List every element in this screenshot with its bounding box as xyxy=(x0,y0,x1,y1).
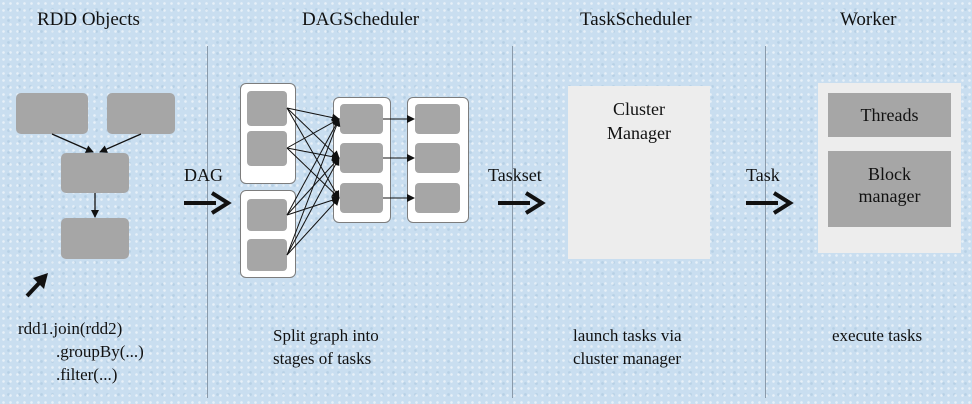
column-title-taskscheduler: TaskScheduler xyxy=(580,9,692,30)
diagonal-arrow xyxy=(25,273,48,298)
big-arrow-taskset xyxy=(498,191,546,215)
code-line: rdd1.join(rdd2) xyxy=(18,319,123,338)
cluster-manager-panel xyxy=(568,86,710,259)
threads-box: Threads xyxy=(828,93,951,137)
caption-line: Split graph into xyxy=(273,326,379,345)
big-arrow-dag xyxy=(184,191,232,215)
caption-line: execute tasks xyxy=(832,326,923,345)
big-arrow-task xyxy=(746,191,794,215)
dag-edges xyxy=(286,107,415,256)
caption-line: cluster manager xyxy=(573,349,682,368)
block-manager-label: Block xyxy=(868,164,911,184)
column-divider xyxy=(512,46,513,398)
code-line: .filter(...) xyxy=(56,365,118,384)
task-box xyxy=(415,104,460,134)
task-box xyxy=(340,104,383,134)
task-box xyxy=(340,143,383,173)
column-divider xyxy=(765,46,766,398)
code-line: .groupBy(...) xyxy=(56,342,144,361)
block-manager-label: manager xyxy=(858,186,921,206)
rdd-node xyxy=(107,93,175,134)
caption-line: launch tasks via xyxy=(573,326,682,345)
arrow-label-task: Task xyxy=(746,165,780,185)
rdd-node xyxy=(16,93,88,134)
column-title-dagscheduler: DAGScheduler xyxy=(302,9,420,30)
task-box xyxy=(247,91,287,126)
task-box xyxy=(415,183,460,213)
cluster-manager-label: Cluster xyxy=(613,99,665,119)
rdd-edge xyxy=(99,133,142,153)
column-title-worker: Worker xyxy=(840,9,897,30)
rdd-edge xyxy=(51,133,94,153)
caption-line: stages of tasks xyxy=(273,349,372,368)
arrow-label-taskset: Taskset xyxy=(488,165,542,185)
arrow-label-dag: DAG xyxy=(184,165,223,185)
task-box xyxy=(415,143,460,173)
task-box xyxy=(247,239,287,271)
block-manager-box: Block manager xyxy=(828,151,951,227)
rdd-node xyxy=(61,218,129,259)
column-divider xyxy=(207,46,208,398)
column-title-rdd-objects: RDD Objects xyxy=(37,9,140,30)
rdd-node xyxy=(61,153,129,193)
cluster-manager-label: Manager xyxy=(607,123,671,143)
task-box xyxy=(247,199,287,231)
task-box xyxy=(340,183,383,213)
task-box xyxy=(247,131,287,166)
